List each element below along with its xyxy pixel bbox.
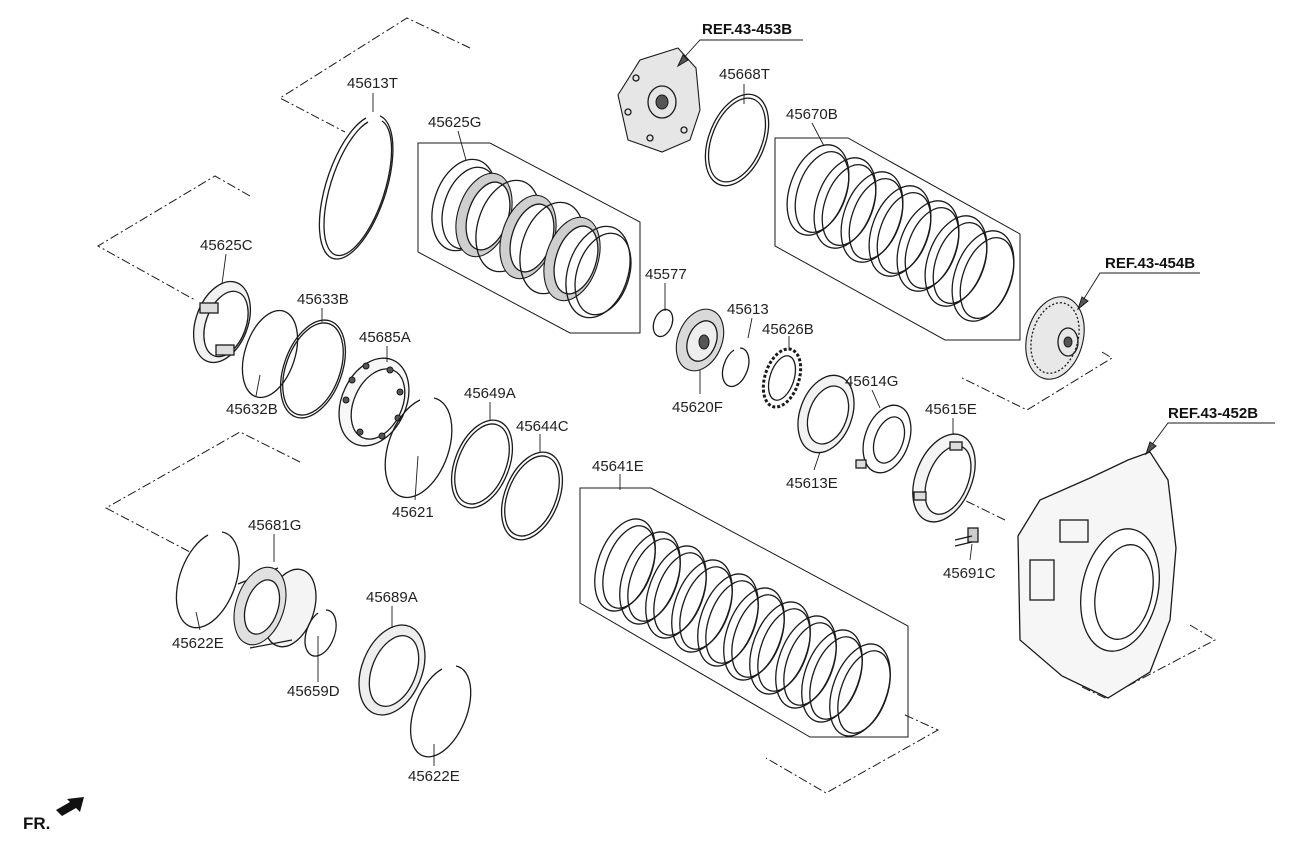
snap-ring-45613T — [318, 115, 394, 260]
ref-label-453b: REF.43-453B — [702, 21, 792, 38]
snap-ring-45659D — [304, 609, 337, 657]
transmission-case-ref-452b — [1017, 451, 1177, 699]
part-label-45668T: 45668T — [719, 66, 770, 83]
gear-45620F — [675, 308, 725, 372]
clutch-pack-45641E — [594, 518, 891, 737]
part-label-45613E: 45613E — [786, 475, 838, 492]
clutch-pack-45625G — [431, 158, 632, 319]
spring-plate-45685A — [338, 357, 410, 447]
front-label: FR. — [23, 814, 50, 833]
bolt-45691C — [954, 527, 979, 547]
plate-45613E — [797, 374, 855, 454]
piston-45614G — [855, 404, 912, 474]
part-label-45620F: 45620F — [672, 399, 723, 416]
piston-45689A — [358, 624, 426, 716]
hub-45625C — [193, 280, 251, 364]
part-label-45681G: 45681G — [248, 517, 301, 534]
part-label-45622E-upper: 45622E — [172, 635, 224, 652]
part-label-45621: 45621 — [392, 504, 434, 521]
snap-ring-45622E-upper — [175, 531, 240, 629]
plate-45644C — [500, 451, 564, 541]
part-label-45659D: 45659D — [287, 683, 340, 700]
ref-label-454b: REF.43-454B — [1105, 255, 1195, 272]
ring-45577 — [652, 308, 674, 338]
pump-housing-ref-453b — [617, 47, 701, 153]
retainer-45615E — [912, 433, 976, 523]
part-label-45614G: 45614G — [845, 373, 898, 390]
part-label-45685A: 45685A — [359, 329, 411, 346]
part-label-45626B: 45626B — [762, 321, 814, 338]
part-label-45670B: 45670B — [786, 106, 838, 123]
part-label-45613: 45613 — [727, 301, 769, 318]
part-label-45644C: 45644C — [516, 418, 569, 435]
part-label-45625C: 45625C — [200, 237, 253, 254]
front-indicator: FR. — [23, 797, 84, 833]
part-label-45577: 45577 — [645, 266, 687, 283]
drum-45681G — [233, 566, 317, 649]
clutch-pack-45670B — [786, 144, 1015, 322]
ring-45632B — [241, 309, 299, 399]
part-label-45633B: 45633B — [297, 291, 349, 308]
part-label-45625G: 45625G — [428, 114, 481, 131]
ref-label-452b: REF.43-452B — [1168, 405, 1258, 422]
part-label-45632B: 45632B — [226, 401, 278, 418]
part-label-45689A: 45689A — [366, 589, 418, 606]
part-label-45615E: 45615E — [925, 401, 977, 418]
snap-ring-45613 — [721, 347, 750, 388]
part-label-45649A: 45649A — [464, 385, 516, 402]
part-label-45691C: 45691C — [943, 565, 996, 582]
part-label-45613T: 45613T — [347, 75, 398, 92]
plate-45649A — [450, 419, 514, 509]
group-boxes — [417, 137, 1021, 738]
dashed-group-lines — [97, 17, 1217, 794]
leader-lines — [195, 39, 1275, 766]
front-arrow-icon — [56, 797, 84, 816]
ring-45633B — [279, 319, 347, 419]
part-label-45622E-lower: 45622E — [408, 768, 460, 785]
snap-ring-45622E-lower — [409, 665, 472, 758]
sprag-45626B — [761, 347, 803, 409]
ring-45668T — [704, 93, 770, 187]
gear-ref-454b — [1025, 296, 1085, 380]
part-label-45641E: 45641E — [592, 458, 644, 475]
snap-ring-45621 — [384, 397, 453, 499]
